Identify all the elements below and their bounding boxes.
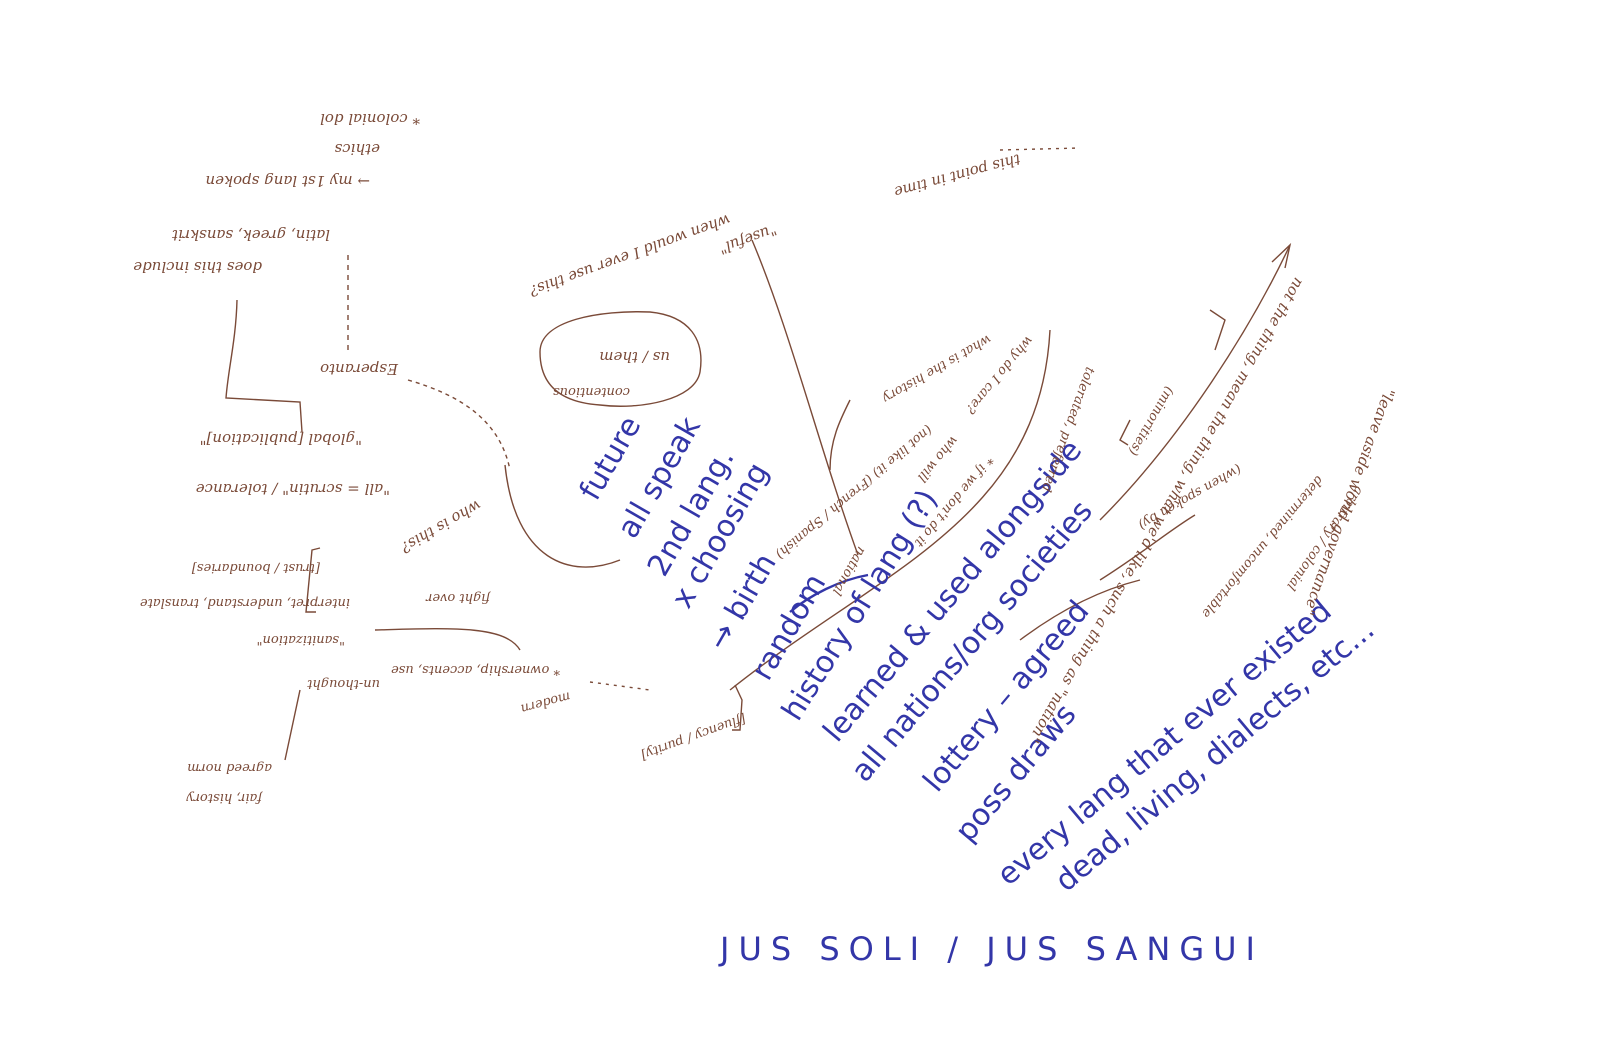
blue-underline-random	[789, 573, 869, 613]
note-contentious: contentious	[552, 384, 630, 399]
line-nations	[1099, 514, 1196, 581]
note-esperanto: Esperanto	[320, 360, 398, 378]
line-who-is-this	[504, 464, 621, 568]
note-does-this-include: does this include	[133, 258, 262, 276]
note-interpret: interpret, understand, translate	[139, 595, 350, 610]
line-learned-arrow	[1099, 244, 1291, 521]
note-all-scrutin: "all = scrutin" / tolerance	[195, 480, 390, 498]
note-fight-over: fight over	[426, 590, 490, 605]
line-lottery	[1019, 579, 1141, 641]
note-fair-history: fair, history	[186, 790, 262, 805]
brace-trust	[732, 684, 743, 731]
note-trust: [trust / boundaries]	[191, 560, 320, 575]
note-colonial: * colonial dol	[320, 110, 420, 128]
line-arrow-head	[1271, 242, 1292, 269]
line-does-this-include	[225, 299, 303, 433]
circle-us-them	[539, 311, 702, 407]
note-un-thought: un-thought	[307, 676, 380, 691]
line-agreed-norm	[284, 689, 301, 761]
note-agreed-norm: agreed norm	[187, 760, 272, 775]
note-latin: latin, greek, sanskrit	[172, 226, 330, 244]
note-ownership: * ownership, accents, use	[391, 662, 560, 677]
caption-jus-soli: JUS SOLI / JUS SANGUI	[720, 930, 1264, 968]
note-first-lang: → my 1st lang spoken	[205, 172, 370, 190]
line-fluency	[374, 628, 521, 651]
line-brace-right	[829, 399, 851, 471]
line-history-arrow	[729, 329, 1051, 691]
brace-minorities	[1119, 419, 1131, 446]
note-us-them: us / them	[599, 348, 670, 366]
note-global-publication: "global [publication]"	[199, 430, 362, 448]
brace-left-fluency	[305, 547, 321, 613]
brace-minorities-right	[1209, 309, 1226, 351]
line-useful	[751, 239, 859, 556]
note-ethics: ethics	[334, 140, 380, 158]
note-sanitization: "sanitization"	[256, 632, 345, 647]
line-top-dashes	[999, 147, 1081, 151]
line-esperanto-to-who	[407, 379, 511, 471]
line-modern-dots	[589, 681, 651, 691]
